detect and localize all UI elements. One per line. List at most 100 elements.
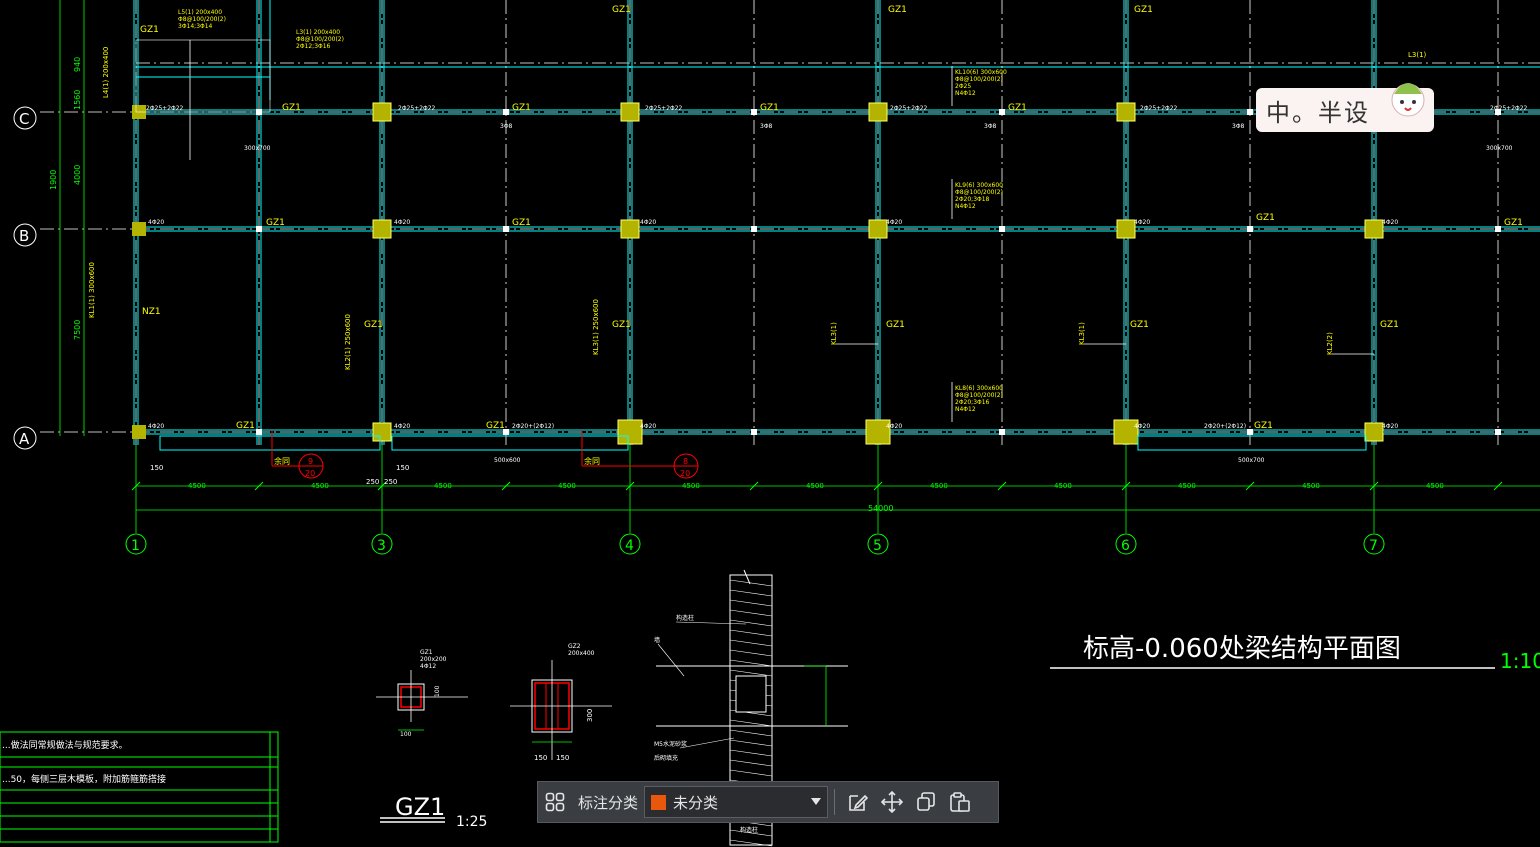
grid-node: [503, 109, 509, 115]
tie-beam: [735, 675, 767, 713]
column-tag: GZ1: [760, 103, 779, 113]
axis-bubble: [867, 533, 889, 555]
category-select[interactable]: 未分类: [644, 786, 829, 818]
grid-node: [1495, 109, 1501, 115]
slab-outline: [135, 39, 271, 113]
detail-scale: 1:25: [456, 814, 487, 830]
beam-label: 3Φ14;3Φ14: [178, 23, 213, 30]
column-tag: GZ1: [1256, 213, 1275, 223]
beam-label: Φ8@100/200(2): [296, 36, 344, 43]
structural-column: [865, 419, 891, 445]
beam-label: KL3(1): [1078, 322, 1086, 345]
rebar-annotation: 4Φ20: [886, 219, 902, 226]
structural-column: [372, 219, 392, 239]
grid-node: [503, 226, 509, 232]
ime-text: 中。半设: [1266, 98, 1370, 127]
detail-label: M5水泥砂浆: [654, 740, 687, 748]
wall-hatch: [729, 579, 773, 587]
dimension-text: 150: [396, 464, 409, 472]
wall-hatch: [729, 639, 773, 647]
axis-label: 1: [131, 538, 140, 554]
axis-label: 6: [1121, 538, 1130, 554]
drawing-scale: 1:10: [1500, 649, 1540, 673]
wall-hatch: [729, 589, 773, 597]
detail-label: 后砌填充: [654, 754, 678, 762]
beam-label: N4Φ12: [955, 203, 976, 210]
rebar-annotation: 4Φ20: [148, 219, 164, 226]
callout-number: 20: [680, 469, 690, 478]
grid-node: [751, 226, 757, 232]
grid-node: [256, 226, 262, 232]
dimension-tick: [625, 481, 635, 491]
chevron-down-icon: [811, 798, 822, 805]
column-tag: GZ1: [364, 320, 383, 330]
structural-column: [1364, 219, 1384, 239]
structural-column: [372, 102, 392, 122]
axis-label: B: [19, 227, 29, 245]
dimension-tick: [873, 481, 883, 491]
detail-line: [743, 569, 751, 585]
rebar-annotation: 4Φ20: [640, 423, 656, 430]
beam-label: L5(1) 200x400: [178, 9, 222, 16]
dimension-text: 150: [556, 754, 569, 762]
detail-label: 构造柱: [740, 826, 758, 834]
column-tag: GZ1: [140, 25, 159, 35]
grid-node: [1495, 429, 1501, 435]
move-icon[interactable]: [875, 785, 909, 819]
beam-label: Φ8@100/200(2): [955, 76, 1003, 83]
beam-label: 2Φ12;3Φ16: [296, 43, 331, 50]
rebar-annotation: 2Φ20+(2Φ12): [1204, 423, 1246, 430]
dimension-tick: [749, 481, 759, 491]
dimension-text: 54000: [868, 504, 893, 513]
column-tag: GZ1: [612, 5, 631, 15]
callout-note: 余同: [584, 456, 600, 466]
rebar-annotation: 4Φ20: [886, 423, 902, 430]
grid-node: [751, 429, 757, 435]
structural-column: [372, 422, 392, 442]
grid-icon[interactable]: [538, 785, 572, 819]
dimension-text: 4500: [1302, 482, 1320, 490]
wall-hatch: [729, 609, 773, 617]
beam-label: N4Φ12: [955, 90, 976, 97]
dimension-text: 4500: [434, 482, 452, 490]
grid-node: [999, 109, 1005, 115]
grid-node: [256, 429, 262, 435]
callout-number: 9: [308, 457, 313, 466]
rebar-annotation: 2Φ25+2Φ22: [645, 105, 683, 112]
beam-label: Φ8@100/200(2): [955, 392, 1003, 399]
detail-label: GZ2: [568, 643, 581, 650]
beam-label: KL9(6) 300x600: [955, 182, 1003, 189]
dimension-text: 250: [384, 478, 397, 486]
beam-label: KL2(2): [1326, 332, 1334, 355]
dimension-tick: [377, 481, 387, 491]
column-tag: GZ1: [1254, 421, 1273, 431]
dimension-text: 150: [534, 754, 547, 762]
notes-table: ...做法同常规做法与规范要求。 ...50，每侧三层木模板，附加筋箍筋搭接: [0, 731, 279, 843]
axis-bubble: [13, 223, 37, 247]
dimension-text: 4500: [1426, 482, 1444, 490]
cat-mascot-icon: [1391, 83, 1425, 117]
axis-bubble: [13, 426, 37, 450]
dimension-text: 4500: [930, 482, 948, 490]
edit-icon[interactable]: [841, 785, 875, 819]
copy-icon[interactable]: [909, 785, 943, 819]
ime-status-bar[interactable]: 中。半设: [1256, 83, 1434, 132]
wall-hatch: [729, 599, 773, 607]
structural-column: [132, 425, 146, 439]
beam-label: Φ8@100/200(2): [178, 16, 226, 23]
paste-icon[interactable]: [943, 785, 977, 819]
dimension-tick: [997, 481, 1007, 491]
rebar-annotation: 2Φ25+2Φ22: [1490, 105, 1528, 112]
structural-column: [620, 102, 640, 122]
beam-label: N4Φ12: [955, 406, 976, 413]
rebar-annotation: 4Φ20: [1134, 219, 1150, 226]
rebar-annotation: 3Φ8: [1232, 123, 1245, 130]
axis-bubble: [1363, 533, 1385, 555]
detail-label: GZ1: [420, 649, 433, 656]
note-2: ...50，每侧三层木模板，附加筋箍筋搭接: [2, 773, 166, 785]
detail-label: 4Φ12: [420, 663, 436, 670]
wall-hatch: [729, 649, 773, 657]
grid-node: [999, 429, 1005, 435]
beam-section-outline: [159, 435, 381, 451]
